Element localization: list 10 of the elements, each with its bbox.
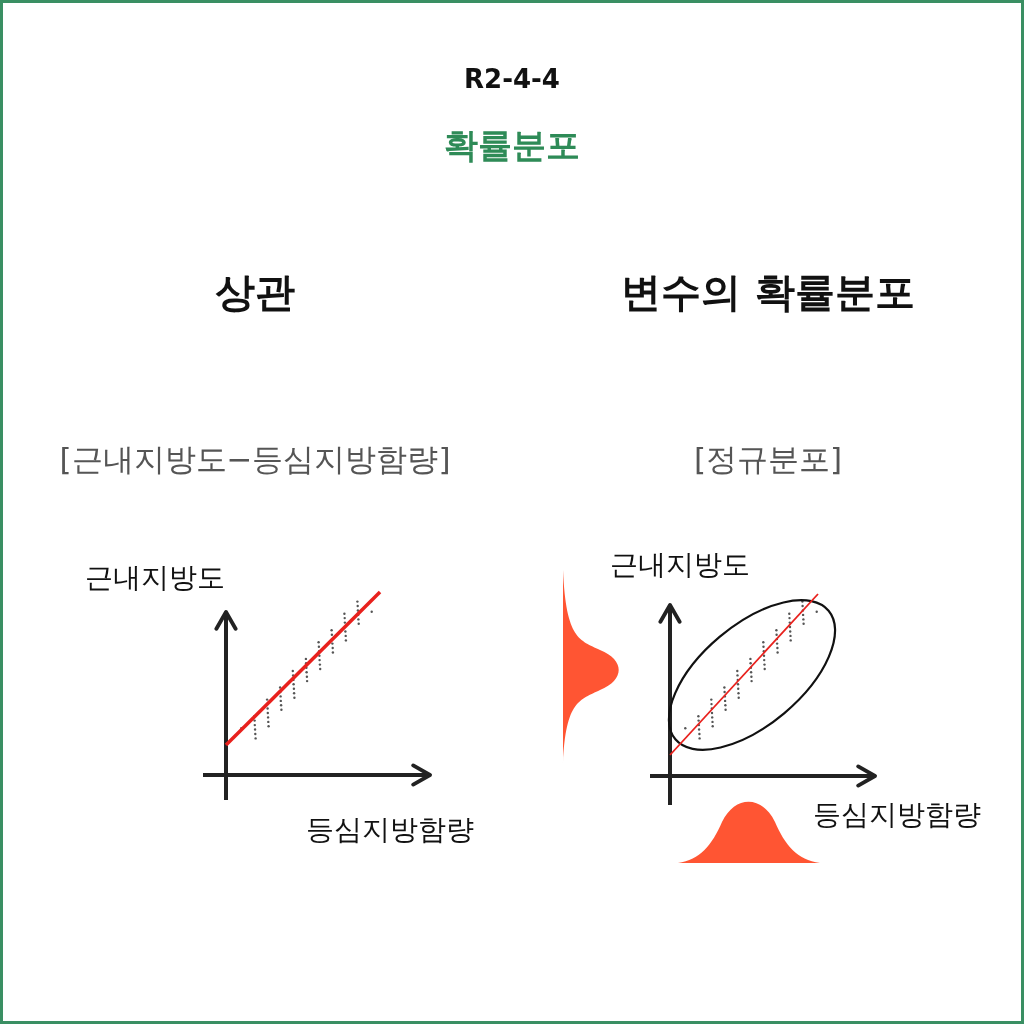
bracket-caption: [정규분포] bbox=[693, 442, 843, 478]
axis-label: 근내지방도 bbox=[610, 548, 750, 582]
title: R2-4-4 bbox=[464, 65, 560, 95]
bracket-caption: [근내지방도−등심지방함량] bbox=[59, 442, 451, 478]
section-heading: 상관 bbox=[215, 269, 295, 315]
axis-label: 등심지방함량 bbox=[306, 813, 474, 847]
subtitle: 확률분포 bbox=[444, 126, 580, 166]
section-heading: 변수의 확률분포 bbox=[621, 269, 915, 315]
axis-label: 등심지방함량 bbox=[813, 798, 981, 832]
axis-label: 근내지방도 bbox=[85, 561, 225, 595]
